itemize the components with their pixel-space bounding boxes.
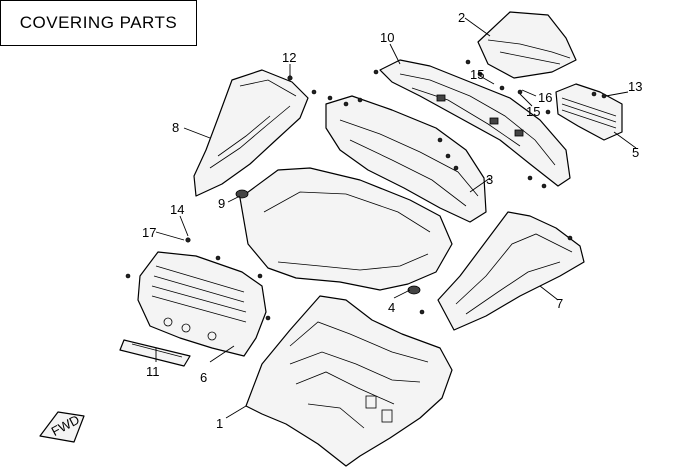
callout-7: 7 xyxy=(556,296,563,311)
part-2-rear-storage-box xyxy=(477,11,577,79)
callout-3: 3 xyxy=(486,172,493,187)
part-4-grommet xyxy=(407,285,421,295)
part-7-right-side-fender xyxy=(437,211,585,331)
callout-15-upper: 15 xyxy=(470,67,484,82)
callout-12: 12 xyxy=(282,50,296,65)
callout-6: 6 xyxy=(200,370,207,385)
callout-10: 10 xyxy=(380,30,394,45)
callout-11: 11 xyxy=(146,364,160,379)
part-5-rear-grille xyxy=(555,83,623,141)
callout-17: 17 xyxy=(142,225,156,240)
diagram-title: COVERING PARTS xyxy=(19,13,178,32)
part-6-front-grille xyxy=(137,251,267,357)
callout-16: 16 xyxy=(538,90,552,105)
callout-2: 2 xyxy=(458,10,465,25)
callout-4: 4 xyxy=(388,300,395,315)
callout-numbers: 1 2 3 4 5 6 7 8 9 10 11 12 13 14 15 15 1… xyxy=(142,10,642,431)
callout-9: 9 xyxy=(218,196,225,211)
part-11-front-emblem xyxy=(119,339,191,367)
title-box: COVERING PARTS xyxy=(0,0,197,46)
part-floor-tub xyxy=(239,167,453,291)
callout-1: 1 xyxy=(216,416,223,431)
part-8-left-side-fender xyxy=(193,69,309,197)
part-1-front-fender xyxy=(245,295,453,467)
fwd-arrow: FWD xyxy=(39,411,85,443)
leader-lines xyxy=(155,17,637,419)
callout-14: 14 xyxy=(170,202,184,217)
part-10-rear-fender xyxy=(379,59,571,187)
callout-5: 5 xyxy=(632,145,639,160)
callout-15-lower: 15 xyxy=(526,104,540,119)
part-3-center-frame-cover xyxy=(325,95,487,223)
callout-8: 8 xyxy=(172,120,179,135)
callout-13: 13 xyxy=(628,79,642,94)
fasteners xyxy=(125,59,607,321)
